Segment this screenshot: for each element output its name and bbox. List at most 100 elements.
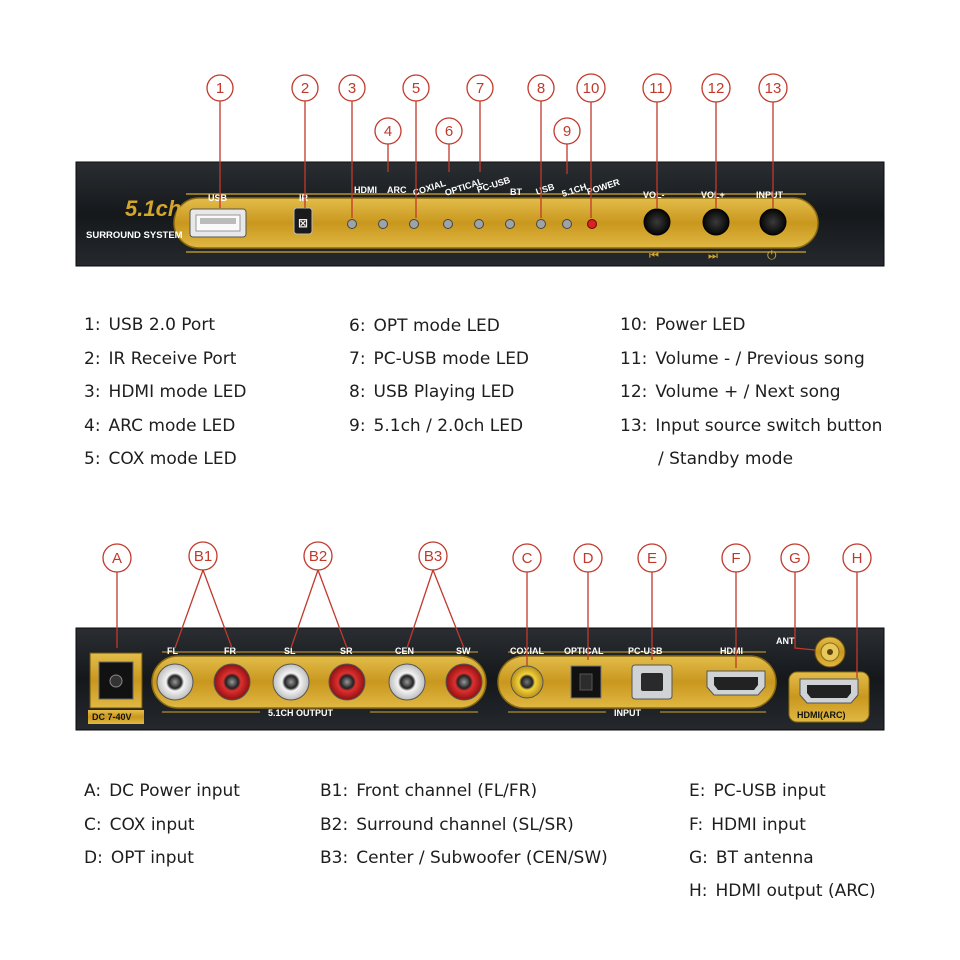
legend-text: DC Power input: [109, 781, 240, 801]
label-fl: FL: [167, 646, 178, 656]
bt-antenna-connector[interactable]: [814, 636, 846, 668]
ir-receiver: ⊠: [293, 207, 313, 235]
legend-key: 7:: [349, 349, 366, 369]
legend-item: 2:IR Receive Port: [84, 349, 236, 369]
rca-sl[interactable]: [272, 663, 310, 701]
label-dc: DC 7-40V: [92, 712, 132, 722]
label-sw: SW: [456, 646, 471, 656]
optical-led: [443, 219, 453, 229]
legend-text: IR Receive Port: [108, 349, 237, 369]
label-hdmi-back: HDMI: [720, 646, 743, 656]
back-panel: DC 7-40V FL FR SL SR CEN SW 5.1CH OUTPUT: [75, 627, 885, 731]
legend-text: Surround channel (SL/SR): [356, 815, 574, 835]
logo: 5.1ch SURROUND SYSTEM: [86, 196, 183, 241]
label-optical-back: OPTICAL: [564, 646, 604, 656]
legend-item: 4: ARC mode LED: [84, 416, 235, 436]
legend-key: G:: [689, 848, 708, 868]
rca-fr[interactable]: [213, 663, 251, 701]
legend-key: E:: [689, 781, 706, 801]
label-hdmi: HDMI: [354, 185, 377, 195]
label-pcusb-back: PC-USB: [628, 646, 663, 656]
label-output: 5.1CH OUTPUT: [268, 708, 334, 718]
rca-sr[interactable]: [328, 663, 366, 701]
legend-text: ARC mode LED: [108, 416, 236, 436]
legend-key: 4:: [84, 416, 101, 436]
callout-11: 11: [649, 80, 665, 97]
coxial-led: [409, 219, 419, 229]
legend-item: 10:Power LED: [620, 315, 745, 335]
back-callout-circles: A B1 B2 B3 C D E F G H: [102, 541, 872, 573]
callout-A: A: [112, 550, 122, 567]
rca-cen[interactable]: [388, 663, 426, 701]
legend-item: F:HDMI input: [689, 815, 806, 835]
legend-text: COX mode LED: [108, 449, 237, 469]
legend-text: HDMI mode LED: [108, 382, 247, 402]
callout-D: D: [583, 550, 594, 567]
legend-item: 1: USB 2.0 Port: [84, 315, 215, 335]
rca-sw[interactable]: [445, 663, 483, 701]
svg-text:⊠: ⊠: [298, 216, 308, 230]
legend-item: D:OPT input: [84, 848, 194, 868]
legend-key: 9:: [349, 416, 366, 436]
label-ant: ANT: [776, 636, 795, 646]
callout-13: 13: [765, 80, 782, 97]
dc-power-jack[interactable]: [89, 652, 143, 709]
usb-port[interactable]: [189, 208, 247, 238]
front-panel: 5.1ch SURROUND SYSTEM ⊠: [75, 161, 885, 267]
previous-icon: ⏮: [649, 250, 659, 262]
legend-key: A:: [84, 781, 102, 801]
callout-1: 1: [216, 80, 224, 97]
label-fr: FR: [224, 646, 236, 656]
legend-text: 5.1ch / 2.0ch LED: [373, 416, 524, 436]
label-input-back: INPUT: [614, 708, 642, 718]
legend-item: B2: Surround channel (SL/SR): [320, 815, 574, 835]
vol-plus-button[interactable]: [702, 208, 730, 236]
callout-G: G: [789, 550, 801, 567]
arc-led: [378, 219, 388, 229]
legend-text: USB Playing LED: [373, 382, 515, 402]
optical-input[interactable]: [570, 665, 602, 699]
legend-text: OPT input: [110, 848, 194, 868]
legend-text: Front channel (FL/FR): [356, 781, 538, 801]
front-callout-circles: 1 2 3 4 5 6 7 8 9 10 11 12 13: [206, 73, 788, 145]
hdmi-arc-output[interactable]: [799, 678, 859, 704]
power-led: [587, 219, 597, 229]
callout-3: 3: [348, 80, 356, 97]
legend-item: 12:Volume + / Next song: [620, 382, 841, 402]
legend-item: 8: USB Playing LED: [349, 382, 514, 402]
label-vol-minus: VOL-: [643, 190, 665, 200]
label-arc: ARC: [387, 185, 407, 195]
legend-key: B2:: [320, 815, 349, 835]
logo-mark: 5.1ch: [125, 196, 181, 221]
legend-text: PC-USB input: [713, 781, 826, 801]
logo-text: SURROUND SYSTEM: [86, 230, 183, 241]
legend-item: 11:Volume - / Previous song: [620, 349, 865, 369]
legend-text: / Standby mode: [658, 449, 794, 469]
callout-6: 6: [445, 123, 453, 140]
vol-minus-button[interactable]: [643, 208, 671, 236]
label-sr: SR: [340, 646, 353, 656]
legend-key: 1:: [84, 315, 101, 335]
legend-text: BT antenna: [715, 848, 814, 868]
rca-fl[interactable]: [156, 663, 194, 701]
legend-key: 5:: [84, 449, 101, 469]
legend-text: Input source switch button: [655, 416, 883, 436]
callout-B1: B1: [194, 548, 212, 565]
coaxial-input[interactable]: [510, 665, 544, 699]
legend-item: B3:Center / Subwoofer (CEN/SW): [320, 848, 608, 868]
input-button[interactable]: [759, 208, 787, 236]
legend-item: H:HDMI output (ARC): [689, 881, 876, 901]
back-callout-lines: [116, 569, 858, 678]
legend-key: 8:: [349, 382, 366, 402]
legend-item: 13:Input source switch button: [620, 416, 882, 436]
label-hdmi-arc: HDMI(ARC): [797, 710, 846, 720]
callout-7: 7: [476, 80, 484, 97]
legend-text: USB 2.0 Port: [108, 315, 215, 335]
pc-usb-input[interactable]: [631, 664, 673, 700]
legend-key: 6:: [349, 316, 366, 336]
hdmi-led: [347, 219, 357, 229]
hdmi-input[interactable]: [706, 670, 766, 696]
legend-text: HDMI input: [711, 815, 806, 835]
callout-9: 9: [563, 123, 571, 140]
